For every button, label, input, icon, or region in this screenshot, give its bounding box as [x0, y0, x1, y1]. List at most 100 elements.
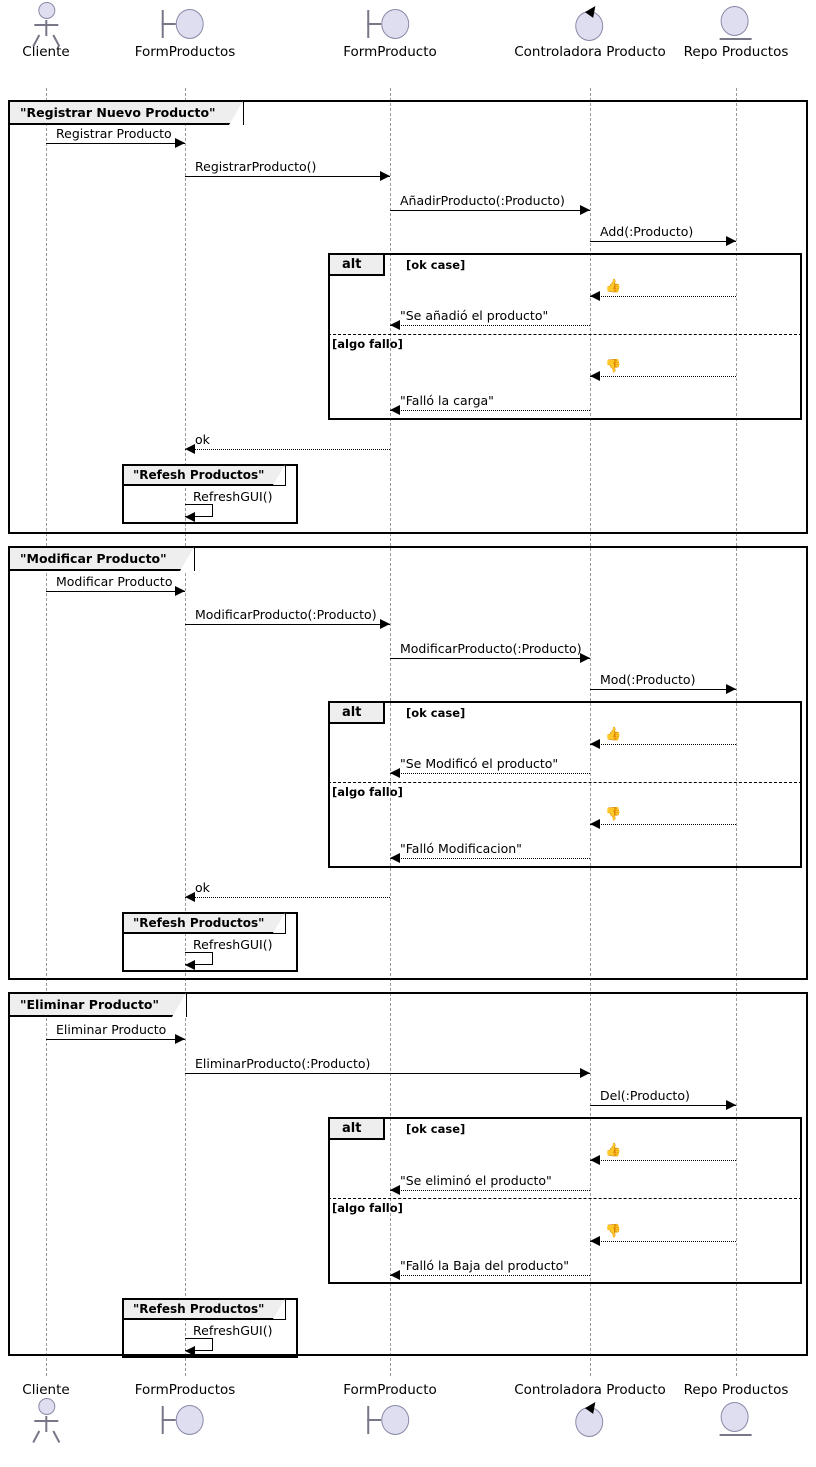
message-line [590, 1105, 736, 1106]
arrowhead-left [390, 768, 400, 778]
frame-registrar: "Registrar Nuevo Producto" [8, 100, 808, 534]
nested-frame: "Refesh Productos" [122, 464, 298, 524]
self-message-arrowhead [185, 960, 195, 970]
footer-participant-label: FormProducto [343, 1382, 437, 1398]
message-label: Del(:Producto) [600, 1088, 690, 1103]
arrowhead-left [590, 1155, 600, 1165]
thumb-icon: 👍 [605, 727, 622, 742]
nested-frame-title: "Refesh Productos" [124, 1299, 287, 1320]
participant-controladora[interactable]: Controladora Producto [514, 2, 666, 60]
alt-guard-0: [ok case] [406, 1122, 466, 1136]
frame-notch [172, 993, 187, 1017]
self-message-arrowhead [185, 1346, 195, 1356]
message-line [590, 689, 736, 690]
participant-icon-wrap [514, 2, 666, 46]
footer-participant-icon-wrap [684, 1398, 789, 1442]
footer-participant-1[interactable]: FormProductos [135, 1383, 235, 1442]
footer-participant-label: Controladora Producto [514, 1382, 666, 1398]
message-line [46, 591, 185, 592]
arrowhead-right [580, 205, 590, 215]
message-line [390, 210, 590, 211]
arrowhead-left [185, 444, 195, 454]
footer-participant-3[interactable]: Controladora Producto [514, 1382, 666, 1442]
arrowhead-right [726, 1100, 736, 1110]
self-message-label: RefreshGUI() [193, 489, 273, 504]
participant-formproducto[interactable]: FormProducto [343, 2, 437, 60]
message-line [185, 624, 390, 625]
arrowhead-right [580, 1068, 590, 1078]
footer-participant-0[interactable]: Cliente [22, 1383, 70, 1443]
arrowhead-left [390, 1185, 400, 1195]
boundary-icon [162, 1404, 208, 1436]
message-label: Registrar Producto [56, 126, 172, 141]
message-label: Mod(:Producto) [600, 672, 696, 687]
message-label: ok [195, 432, 210, 447]
participant-cliente[interactable]: Cliente [22, 2, 70, 60]
message-label: "Se eliminó el producto" [400, 1173, 552, 1188]
nested-frame-title: "Refesh Productos" [124, 913, 287, 934]
control-icon [574, 3, 605, 41]
frame-modificar: "Modificar Producto" [8, 546, 808, 980]
lifeline-cliente [46, 88, 47, 1376]
alt-fragment: alt [328, 253, 802, 420]
thumb-icon: 👎 [605, 359, 622, 374]
participant-icon-wrap [135, 2, 236, 46]
footer-participant-4[interactable]: Repo Productos [683, 1382, 789, 1442]
boundary-icon [367, 8, 413, 40]
arrowhead-left [590, 739, 600, 749]
message-line [185, 176, 390, 177]
frame-title-eliminar: "Eliminar Producto" [10, 993, 188, 1017]
alt-fragment: alt [328, 1117, 802, 1284]
participant-icon-wrap [684, 2, 789, 46]
message-label: "Se Modificó el producto" [400, 756, 559, 771]
alt-guard-1: [algo fallo] [332, 785, 403, 799]
participant-icon-wrap [343, 2, 437, 46]
message-label: AñadirProducto(:Producto) [400, 193, 565, 208]
footer-participant-icon-wrap [343, 1398, 437, 1442]
alt-guard-1: [algo fallo] [332, 1201, 403, 1215]
participant-label: Repo Productos [683, 44, 789, 60]
arrowhead-left [390, 320, 400, 330]
participant-label: FormProductos [134, 44, 236, 60]
arrowhead-right [175, 1034, 185, 1044]
actor-icon [29, 2, 63, 47]
message-line [390, 1190, 590, 1191]
alt-tag: alt [330, 255, 386, 276]
message-line [590, 1160, 736, 1161]
message-line [185, 449, 390, 450]
participant-repo[interactable]: Repo Productos [683, 2, 789, 60]
alt-guard-1: [algo fallo] [332, 337, 403, 351]
footer-participant-icon-wrap [22, 1397, 69, 1443]
message-line [390, 658, 590, 659]
message-label: ModificarProducto(:Producto) [195, 607, 377, 622]
message-line [590, 376, 736, 377]
footer-participant-2[interactable]: FormProducto [343, 1382, 437, 1442]
message-label: "Falló la Baja del producto" [400, 1258, 570, 1273]
message-line [46, 143, 185, 144]
participant-formproductos[interactable]: FormProductos [134, 2, 236, 60]
arrowhead-left [590, 819, 600, 829]
frame-eliminar: "Eliminar Producto" [8, 992, 808, 1356]
message-line [590, 744, 736, 745]
message-label: Add(:Producto) [600, 224, 694, 239]
alt-tag: alt [330, 703, 386, 724]
nested-frame-notch [273, 913, 286, 933]
footer-participant-label: Repo Productos [683, 1382, 789, 1398]
lifeline-controladora [590, 88, 591, 1376]
arrowhead-left [590, 371, 600, 381]
thumb-icon: 👍 [605, 279, 622, 294]
frame-notch [179, 547, 194, 571]
arrowhead-right [580, 653, 590, 663]
arrowhead-right [380, 619, 390, 629]
message-line [590, 824, 736, 825]
arrowhead-right [175, 138, 185, 148]
arrowhead-left [390, 853, 400, 863]
arrowhead-left [590, 291, 600, 301]
entity-icon [719, 1401, 752, 1438]
thumb-icon: 👎 [605, 807, 622, 822]
participant-label: Controladora Producto [514, 44, 666, 60]
arrowhead-right [726, 684, 736, 694]
self-message-arrowhead [185, 512, 195, 522]
footer-participant-icon-wrap [514, 1398, 666, 1442]
nested-frame-title: "Refesh Productos" [124, 465, 287, 486]
